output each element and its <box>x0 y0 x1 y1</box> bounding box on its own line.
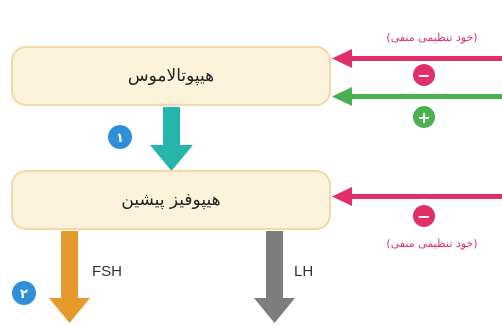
anterior-pituitary-box-shape <box>11 170 331 230</box>
hypothalamus-box: هیپوتالاموس <box>11 46 331 106</box>
fsh-arrow <box>49 231 90 323</box>
step-badge-1: ۱ <box>108 125 132 149</box>
bottom-minus-icon: − <box>413 205 435 227</box>
lh-arrow <box>254 231 295 323</box>
lh-arrow-shaft <box>266 231 283 300</box>
step-badge-1-circle <box>108 125 132 149</box>
top-negative-arrow-head <box>332 49 352 68</box>
hypothalamus-label: هیپوتالاموس <box>128 66 214 86</box>
teal-arrow-head <box>150 145 193 171</box>
lh-label: LH <box>294 263 313 280</box>
bottom-negative-arrow-head <box>332 187 352 206</box>
positive-arrow-head <box>332 87 352 106</box>
plus-sign: + <box>417 108 430 127</box>
plus-icon: + <box>413 106 435 128</box>
teal-arrow-shaft <box>163 107 180 147</box>
top-negative-arrow-shaft <box>350 56 502 61</box>
plus-circle <box>413 106 435 128</box>
hypothalamus-box-shape <box>11 46 331 106</box>
fsh-arrow-head <box>49 298 90 323</box>
top-negative-feedback-label: (خود تنظیمی منفی) <box>386 31 477 44</box>
bottom-negative-feedback-label: (خود تنظیمی منفی) <box>386 237 477 250</box>
step-badge-2-number: ۲ <box>20 287 28 302</box>
step-badge-1-number: ۱ <box>116 131 124 146</box>
top-minus-circle <box>413 64 435 86</box>
top-minus-sign: − <box>417 66 430 85</box>
bottom-minus-sign: − <box>417 207 430 226</box>
lh-arrow-head <box>254 298 295 323</box>
bottom-negative-feedback-arrow <box>332 187 502 206</box>
step-badge-2: ۲ <box>12 281 36 305</box>
bottom-negative-arrow-shaft <box>350 194 502 199</box>
fsh-label: FSH <box>92 263 122 280</box>
fsh-arrow-shaft <box>61 231 78 300</box>
top-negative-feedback-arrow <box>332 49 502 68</box>
anterior-pituitary-box: هیپوفیز پیشین <box>11 170 331 230</box>
top-minus-icon: − <box>413 64 435 86</box>
anterior-pituitary-label: هیپوفیز پیشین <box>121 190 220 210</box>
positive-arrow-shaft <box>350 94 502 99</box>
positive-feedback-arrow <box>332 87 502 106</box>
step-badge-2-circle <box>12 281 36 305</box>
bottom-minus-circle <box>413 205 435 227</box>
hypothalamus-to-pituitary-arrow <box>150 107 193 171</box>
